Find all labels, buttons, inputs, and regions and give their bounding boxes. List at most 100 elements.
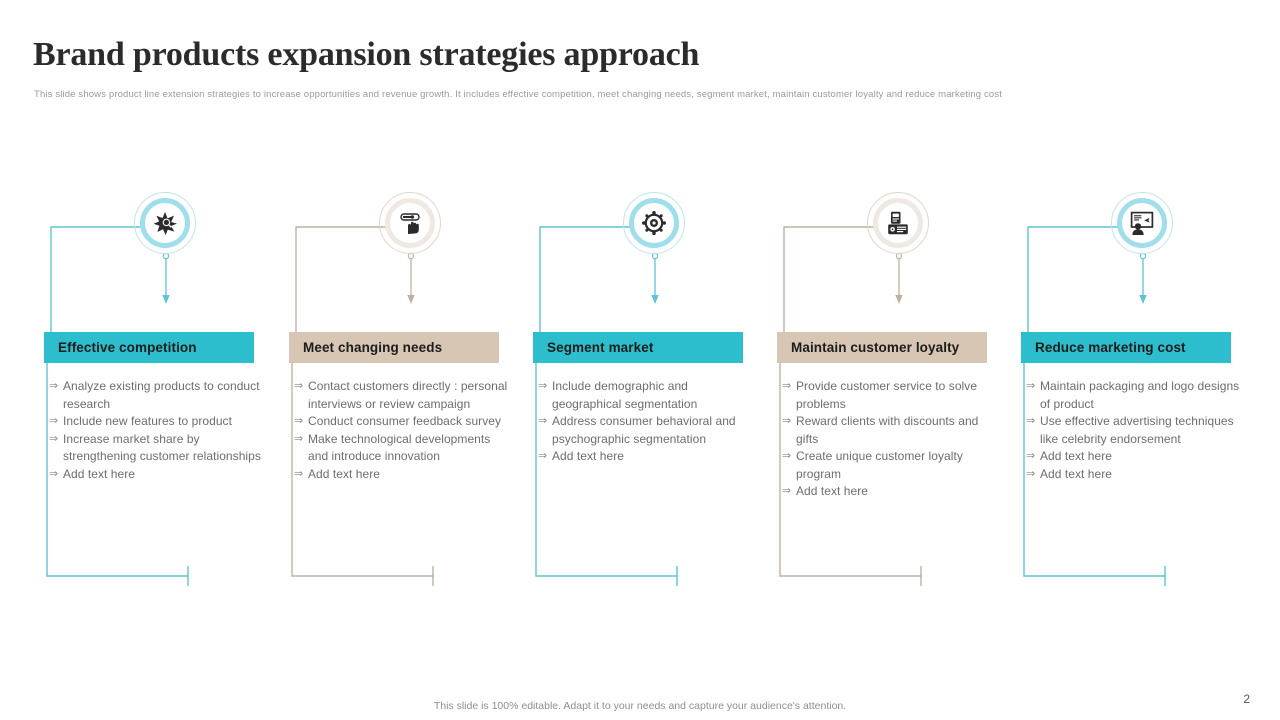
- list-item: ⇒ Add text here: [782, 483, 998, 501]
- icon-badge-meet-changing-needs[interactable]: [379, 192, 441, 254]
- hand-slider-icon: [392, 205, 428, 241]
- icon-badge-reduce-marketing-cost[interactable]: [1111, 192, 1173, 254]
- bullet-text: Conduct consumer feedback survey: [308, 414, 502, 428]
- icon-badge-segment-market[interactable]: [623, 192, 685, 254]
- bullet-arrow-icon: ⇒: [49, 380, 59, 392]
- strategy-column-meet-changing-needs: Meet changing needs ⇒Contact customers di…: [275, 186, 519, 616]
- strategy-column-segment-market: Segment market ⇒ Include demographic and g…: [519, 186, 763, 616]
- list-item: ⇒ Conduct consumer feedback survey: [294, 413, 510, 431]
- strategy-column-maintain-customer-loyalty: Maintain customer loyalty ⇒ Provide custom…: [763, 186, 1007, 616]
- burst-star-icon: [147, 205, 183, 241]
- bullet-arrow-icon: ⇒: [49, 467, 59, 480]
- bullet-arrow-icon: ⇒: [294, 467, 304, 480]
- bullet-list-segment-market: ⇒ Include demographic and geographical se…: [538, 378, 754, 466]
- loyalty-card-icon: [880, 205, 916, 241]
- bullet-text: Include demographic and geographical seg…: [552, 379, 698, 411]
- connector-arrow-icon: [894, 252, 904, 306]
- footer-note: This slide is 100% editable. Adapt it to…: [433, 700, 847, 712]
- list-item: ⇒ Provide customer service to solve probl…: [782, 378, 998, 413]
- column-title: Meet changing needs: [303, 340, 443, 355]
- bullet-arrow-icon: ⇒: [538, 450, 548, 462]
- bullet-text: Create unique customer loyalty program: [796, 449, 963, 481]
- bullet-arrow-icon: ⇒: [49, 432, 59, 445]
- badge-inner-ring: [1117, 198, 1167, 248]
- column-title: Segment market: [547, 340, 654, 355]
- bullet-arrow-icon: ⇒: [294, 415, 304, 427]
- bullet-text: Address consumer behavioral and psychogr…: [552, 414, 736, 446]
- bullet-text: Include new features to product: [63, 414, 232, 428]
- connector-arrow-icon: [650, 252, 660, 306]
- badge-outer-ring: [379, 192, 441, 254]
- presenter-board-icon: [1124, 205, 1160, 241]
- bullet-list-reduce-marketing-cost: ⇒ Maintain packaging and logo designs of …: [1026, 378, 1242, 483]
- strategy-column-reduce-marketing-cost: Reduce marketing cost ⇒ Maintain packaging…: [1007, 186, 1251, 616]
- bullet-arrow-icon: ⇒: [538, 380, 548, 392]
- list-item: ⇒Contact customers directly : personal i…: [294, 378, 510, 413]
- bullet-arrow-icon: ⇒: [49, 415, 59, 427]
- badge-inner-ring: [629, 198, 679, 248]
- column-header-reduce-marketing-cost[interactable]: Reduce marketing cost: [1021, 332, 1231, 363]
- bullet-text: Add text here: [63, 466, 136, 481]
- list-item: ⇒Use effective advertising techniques li…: [1026, 413, 1242, 448]
- list-item: ⇒ Add text here: [538, 448, 754, 466]
- bullet-text: Add text here: [796, 484, 869, 498]
- bullet-arrow-icon: ⇒: [782, 415, 792, 427]
- badge-outer-ring: [134, 192, 196, 254]
- list-item: ⇒Add text here: [294, 466, 510, 484]
- column-header-effective-competition[interactable]: Effective competition: [44, 332, 254, 363]
- bullet-list-meet-changing-needs: ⇒Contact customers directly : personal i…: [294, 378, 510, 483]
- strategy-columns: Effective competition ⇒ Analyze existing p…: [0, 186, 1280, 616]
- page-number: 2: [1243, 692, 1250, 706]
- bullet-arrow-icon: ⇒: [294, 380, 304, 392]
- strategy-column-effective-competition: Effective competition ⇒ Analyze existing p…: [30, 186, 274, 616]
- list-item: ⇒ Make technological developments and int…: [294, 431, 510, 466]
- column-header-segment-market[interactable]: Segment market: [533, 332, 743, 363]
- bullet-arrow-icon: ⇒: [782, 380, 792, 392]
- badge-outer-ring: [623, 192, 685, 254]
- list-item: ⇒ Add text here: [1026, 448, 1242, 466]
- icon-badge-effective-competition[interactable]: [134, 192, 196, 254]
- bullet-arrow-icon: ⇒: [1026, 467, 1036, 480]
- list-item: ⇒ Add text here: [49, 466, 265, 484]
- icon-badge-maintain-customer-loyalty[interactable]: [867, 192, 929, 254]
- column-title: Reduce marketing cost: [1035, 340, 1186, 355]
- bullet-arrow-icon: ⇒: [782, 450, 792, 462]
- bullet-list-effective-competition: ⇒ Analyze existing products to conduct re…: [49, 378, 265, 483]
- list-item: ⇒ Include demographic and geographical se…: [538, 378, 754, 413]
- list-item: ⇒ Add text here: [1026, 466, 1242, 484]
- bullet-text: Add text here: [1040, 466, 1113, 481]
- list-item: ⇒ Include new features to product: [49, 413, 265, 431]
- column-header-maintain-customer-loyalty[interactable]: Maintain customer loyalty: [777, 332, 987, 363]
- badge-inner-ring: [385, 198, 435, 248]
- column-title: Effective competition: [58, 340, 197, 355]
- badge-outer-ring: [1111, 192, 1173, 254]
- bullet-text: Add text here: [1040, 449, 1113, 463]
- bullet-arrow-icon: ⇒: [1026, 415, 1036, 427]
- target-segment-icon: [636, 205, 672, 241]
- list-item: ⇒ Maintain packaging and logo designs of …: [1026, 378, 1242, 413]
- connector-arrow-icon: [406, 252, 416, 306]
- column-header-meet-changing-needs[interactable]: Meet changing needs: [289, 332, 499, 363]
- bullet-arrow-icon: ⇒: [538, 415, 548, 427]
- badge-outer-ring: [867, 192, 929, 254]
- connector-arrow-icon: [161, 252, 171, 306]
- badge-inner-ring: [873, 198, 923, 248]
- bullet-text: Add text here: [552, 449, 625, 463]
- bullet-text: Maintain packaging and logo designs of p…: [1040, 379, 1240, 411]
- list-item: ⇒ Create unique customer loyalty program: [782, 448, 998, 483]
- bullet-text: Provide customer service to solve proble…: [796, 379, 978, 411]
- bullet-list-maintain-customer-loyalty: ⇒ Provide customer service to solve probl…: [782, 378, 998, 501]
- bullet-arrow-icon: ⇒: [1026, 380, 1036, 392]
- list-item: ⇒ Address consumer behavioral and psychog…: [538, 413, 754, 448]
- bullet-text: Make technological developments and intr…: [308, 431, 491, 464]
- bullet-text: Analyze existing products to conduct res…: [63, 379, 260, 411]
- page-title: Brand products expansion strategies appr…: [33, 36, 700, 73]
- bullet-arrow-icon: ⇒: [1026, 450, 1036, 462]
- list-item: ⇒Increase market share by strengthening …: [49, 431, 265, 466]
- bullet-arrow-icon: ⇒: [294, 432, 304, 445]
- bullet-arrow-icon: ⇒: [782, 485, 792, 497]
- list-item: ⇒ Analyze existing products to conduct re…: [49, 378, 265, 413]
- connector-arrow-icon: [1138, 252, 1148, 306]
- page-subtitle: This slide shows product line extension …: [34, 89, 1003, 100]
- list-item: ⇒Reward clients with discounts and gifts: [782, 413, 998, 448]
